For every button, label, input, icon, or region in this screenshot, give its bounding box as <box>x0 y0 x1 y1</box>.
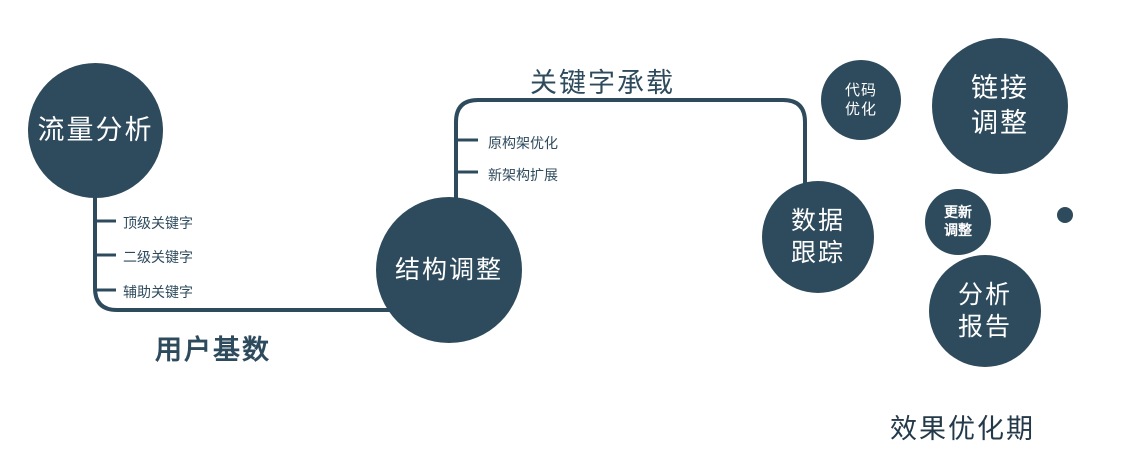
traffic-branch-label-1: 顶级关键字 <box>123 216 193 232</box>
node-code-optimization-line2: 优化 <box>844 100 877 118</box>
node-update-adjustment-line1: 更新 <box>944 204 972 221</box>
traffic-branch-label-2: 二级关键字 <box>123 250 193 266</box>
node-link-adjustment-line1: 链接 <box>971 72 1029 104</box>
node-traffic-analysis-label: 流量分析 <box>37 114 154 146</box>
dot-marker <box>1057 207 1073 223</box>
node-update-adjustment-line2: 调整 <box>944 223 972 239</box>
node-structure-adjustment-label: 结构调整 <box>394 254 503 284</box>
edge-structure-to-tracking <box>454 98 807 205</box>
node-data-tracking-line2: 跟踪 <box>790 238 845 267</box>
node-link-adjustment-line2: 调整 <box>971 108 1029 139</box>
edge-label-keyword-carry: 关键字承载 <box>530 68 675 99</box>
node-analysis-report-line1: 分析 <box>957 279 1012 309</box>
node-data-tracking: 数据 跟踪 <box>762 181 874 293</box>
phase-label-effect-optimization: 效果优化期 <box>890 414 1035 445</box>
edge-traffic-to-structure <box>93 190 400 312</box>
node-traffic-analysis: 流量分析 <box>28 63 163 198</box>
node-link-adjustment: 链接 调整 <box>932 38 1068 174</box>
node-analysis-report-line2: 报告 <box>957 312 1012 341</box>
node-data-tracking-line1: 数据 <box>790 205 845 235</box>
structure-branch-label-2: 新架构扩展 <box>488 168 558 184</box>
edge-label-user-base: 用户基数 <box>155 335 271 366</box>
structure-branch-label-1: 原构架优化 <box>488 136 558 152</box>
node-code-optimization: 代码 优化 <box>821 60 901 140</box>
traffic-branch-label-3: 辅助关键字 <box>123 285 193 301</box>
node-structure-adjustment: 结构调整 <box>376 197 522 343</box>
node-analysis-report: 分析 报告 <box>929 255 1041 367</box>
node-update-adjustment: 更新 调整 <box>925 189 991 255</box>
node-code-optimization-line1: 代码 <box>844 80 877 99</box>
